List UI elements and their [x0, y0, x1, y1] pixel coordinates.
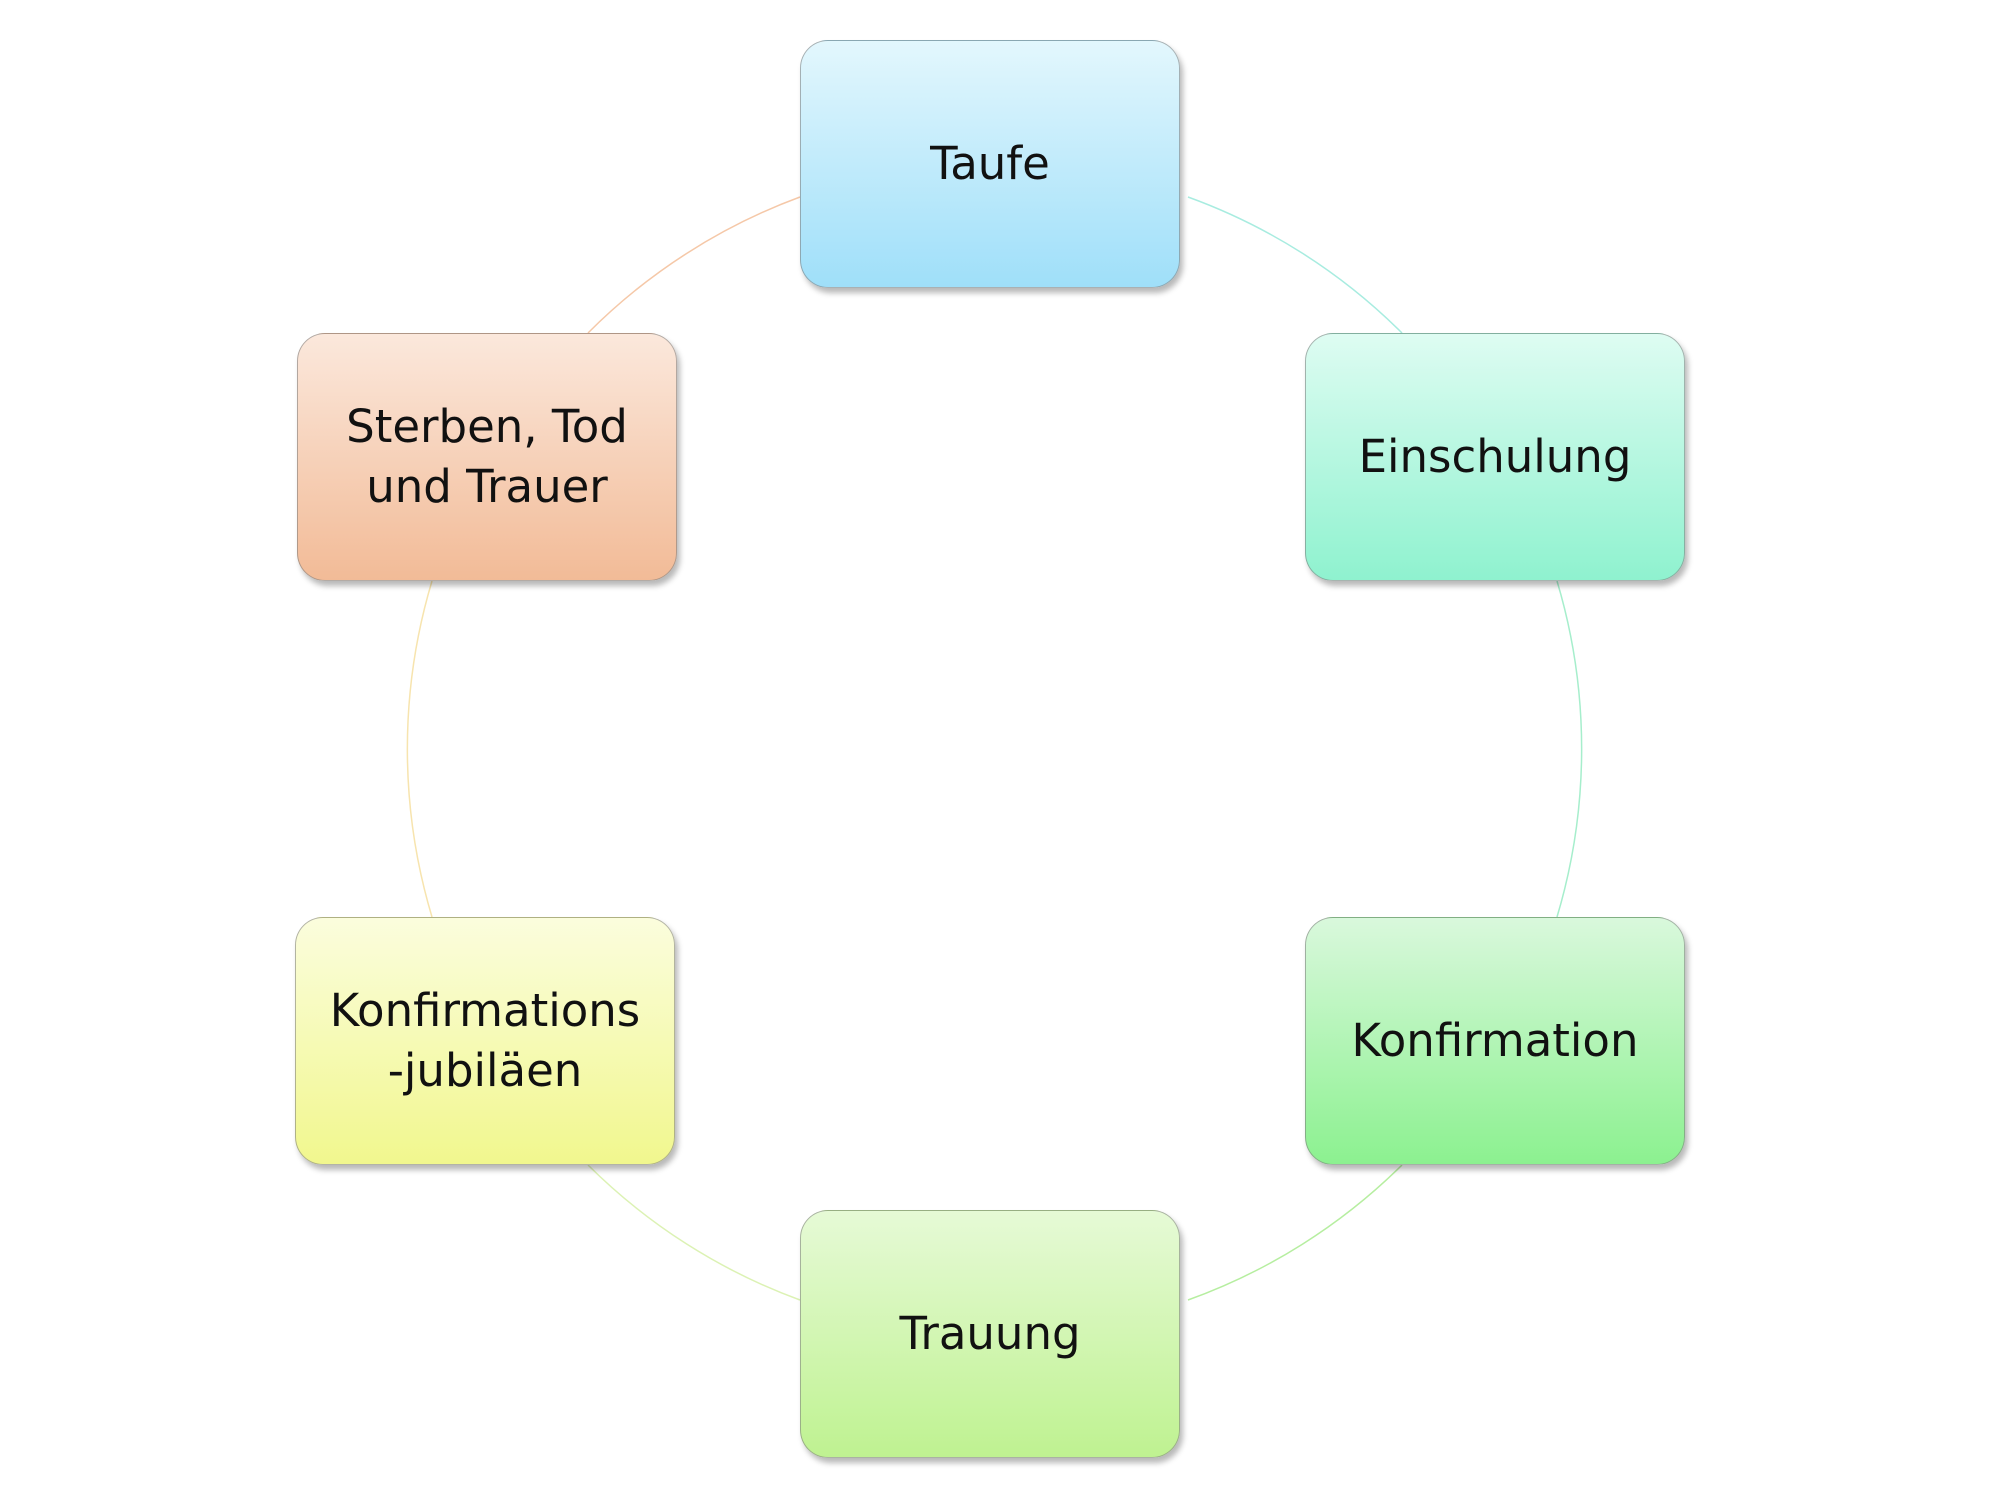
node-einschulung-label: Einschulung [1358, 430, 1632, 483]
node-trauung-label: Trauung [899, 1307, 1081, 1360]
arc-jubilaeen-tod [406, 580, 433, 918]
arc-konfirmation-trauung [1187, 1164, 1403, 1301]
node-konfirmation-label: Konfirmation [1351, 1014, 1639, 1067]
arc-einschulung-konfirmation [1556, 580, 1583, 918]
node-konfirmationsjubilaeen: Konfirmations -jubiläen [295, 917, 675, 1165]
node-taufe: Taufe [800, 40, 1180, 288]
node-konfirmationsjubilaeen-label: Konfirmations -jubiläen [329, 984, 641, 1097]
node-trauung: Trauung [800, 1210, 1180, 1458]
node-konfirmation: Konfirmation [1305, 917, 1685, 1165]
node-einschulung: Einschulung [1305, 333, 1685, 581]
arc-trauung-jubilaeen [587, 1164, 801, 1301]
arc-taufe-einschulung [1187, 196, 1403, 334]
node-sterben-tod-trauer: Sterben, Tod und Trauer [297, 333, 677, 581]
node-taufe-label: Taufe [930, 137, 1050, 190]
node-sterben-tod-trauer-label: Sterben, Tod und Trauer [346, 400, 628, 513]
arc-tod-taufe [587, 196, 801, 334]
